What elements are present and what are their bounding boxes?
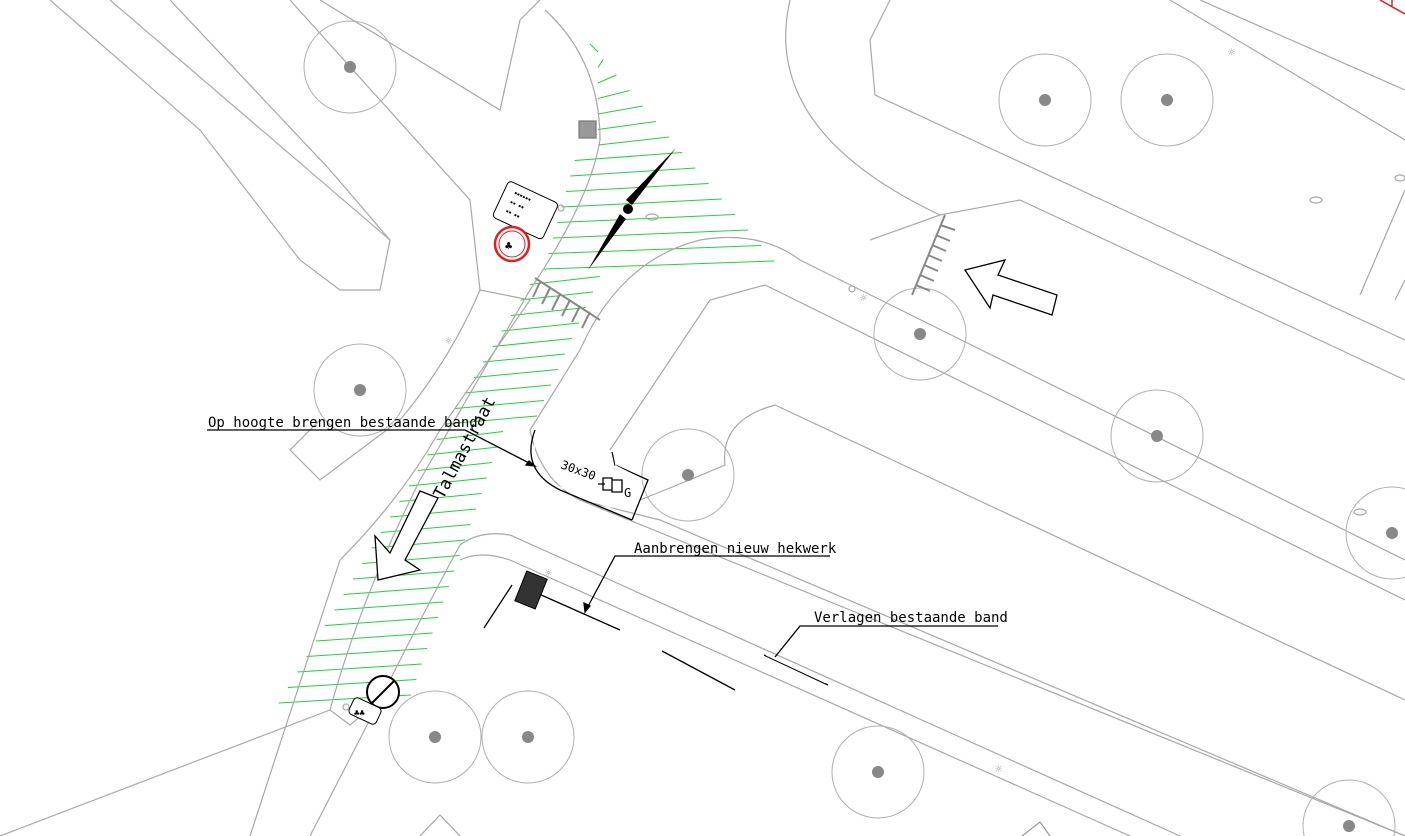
hatch-line	[427, 446, 498, 456]
raise-curb-label: Op hoogte brengen bestaande band	[208, 415, 478, 431]
hatch-line	[325, 617, 439, 626]
hatch-line	[436, 431, 504, 440]
hatch-line	[399, 493, 482, 502]
hatch-line	[565, 183, 709, 192]
hatch-line	[597, 121, 656, 130]
new-fence-label: Aanbrengen nieuw hekwerk	[634, 541, 837, 557]
drain-size-label: 30x30	[559, 458, 598, 484]
small-symbols: ☼ ☼ ☼ ☼ ☼	[342, 45, 1405, 836]
trees	[303, 20, 1405, 836]
tree-trunk	[872, 766, 884, 778]
hatch-line	[315, 632, 433, 642]
tree-trunk	[344, 61, 356, 73]
svg-text:☼: ☼	[545, 566, 552, 580]
drain-code-label: G	[624, 486, 631, 500]
traffic-sign-group: ▪▪▪▪▪▪▪▪ ▪▪▪▪ ▪▪ ♣	[492, 181, 559, 263]
hatch-line	[552, 229, 749, 239]
tree-canopy	[481, 690, 575, 784]
tree-canopy	[303, 20, 397, 114]
tree-trunk	[1161, 94, 1173, 106]
hatch-line	[597, 74, 617, 84]
hatch-line	[492, 338, 572, 347]
hatch-line	[574, 152, 683, 161]
hatch-line	[561, 198, 722, 208]
gully-grate-icon	[514, 570, 548, 610]
tree-canopy	[1345, 486, 1405, 580]
svg-text:☼: ☼	[860, 291, 867, 305]
hatch-line	[511, 307, 586, 316]
leader-lines	[207, 429, 998, 658]
tree-trunk	[914, 328, 926, 340]
hatch-line	[520, 291, 593, 301]
hatch-line	[501, 322, 579, 332]
hatch-line	[334, 601, 444, 611]
tree-canopy	[388, 690, 482, 784]
hatch-line	[297, 663, 422, 673]
tree-canopy	[873, 287, 967, 381]
north-arrow-icon	[588, 148, 676, 270]
hatch-line	[597, 59, 604, 68]
svg-text:☼: ☼	[1228, 45, 1235, 59]
svg-text:▪▪ ▪▪: ▪▪ ▪▪	[509, 199, 525, 211]
lower-curb-label: Verlagen bestaande band	[814, 610, 1008, 626]
tree-canopy	[1110, 389, 1204, 483]
hatch-line	[445, 415, 538, 425]
hatch-line	[343, 586, 449, 595]
hatch-line	[464, 384, 551, 394]
hatch-line	[418, 462, 493, 471]
hatch-line	[597, 136, 670, 146]
svg-text:☼: ☼	[445, 334, 452, 348]
hatch-line	[306, 648, 428, 657]
tree-trunk	[682, 469, 694, 481]
hatch-line	[371, 539, 466, 549]
svg-text:▪▪ ▪▪: ▪▪ ▪▪	[505, 208, 521, 220]
no-entry-sign-icon: ♣♣	[348, 675, 400, 725]
hatch-line	[352, 570, 455, 580]
tree-trunk	[1151, 430, 1163, 442]
tree-canopy	[1302, 779, 1396, 836]
tree-trunk	[522, 731, 534, 743]
hatch-line	[380, 524, 471, 533]
hatch-line	[548, 245, 762, 254]
tree-trunk	[1386, 527, 1398, 539]
tree-trunk	[1343, 820, 1355, 832]
svg-text:☼: ☼	[995, 762, 1002, 776]
hatch-line	[570, 167, 696, 177]
tree-canopy	[1120, 53, 1214, 147]
hatch-line	[597, 105, 643, 115]
tree-trunk	[429, 731, 441, 743]
hatch-line	[589, 43, 599, 53]
curb-and-fence-work	[483, 0, 1405, 691]
hatch-line	[483, 353, 565, 363]
tree-canopy	[998, 53, 1092, 147]
direction-arrow-down-icon	[374, 490, 439, 581]
svg-text:♣♣: ♣♣	[354, 709, 365, 719]
hatch-line	[455, 400, 545, 409]
hatch-line	[597, 90, 630, 99]
tree-canopy	[831, 725, 925, 819]
svg-text:♣: ♣	[505, 239, 512, 253]
tree-canopy	[641, 428, 735, 522]
hatch-line	[544, 260, 775, 270]
tree-canopy	[313, 343, 407, 437]
hatch-line	[408, 477, 487, 487]
hatch-line	[390, 508, 476, 518]
curb-ticks	[532, 214, 956, 329]
tree-trunk	[354, 384, 366, 396]
hatch-line	[473, 369, 558, 378]
tree-trunk	[1039, 94, 1051, 106]
direction-arrow-left-icon	[963, 259, 1058, 316]
